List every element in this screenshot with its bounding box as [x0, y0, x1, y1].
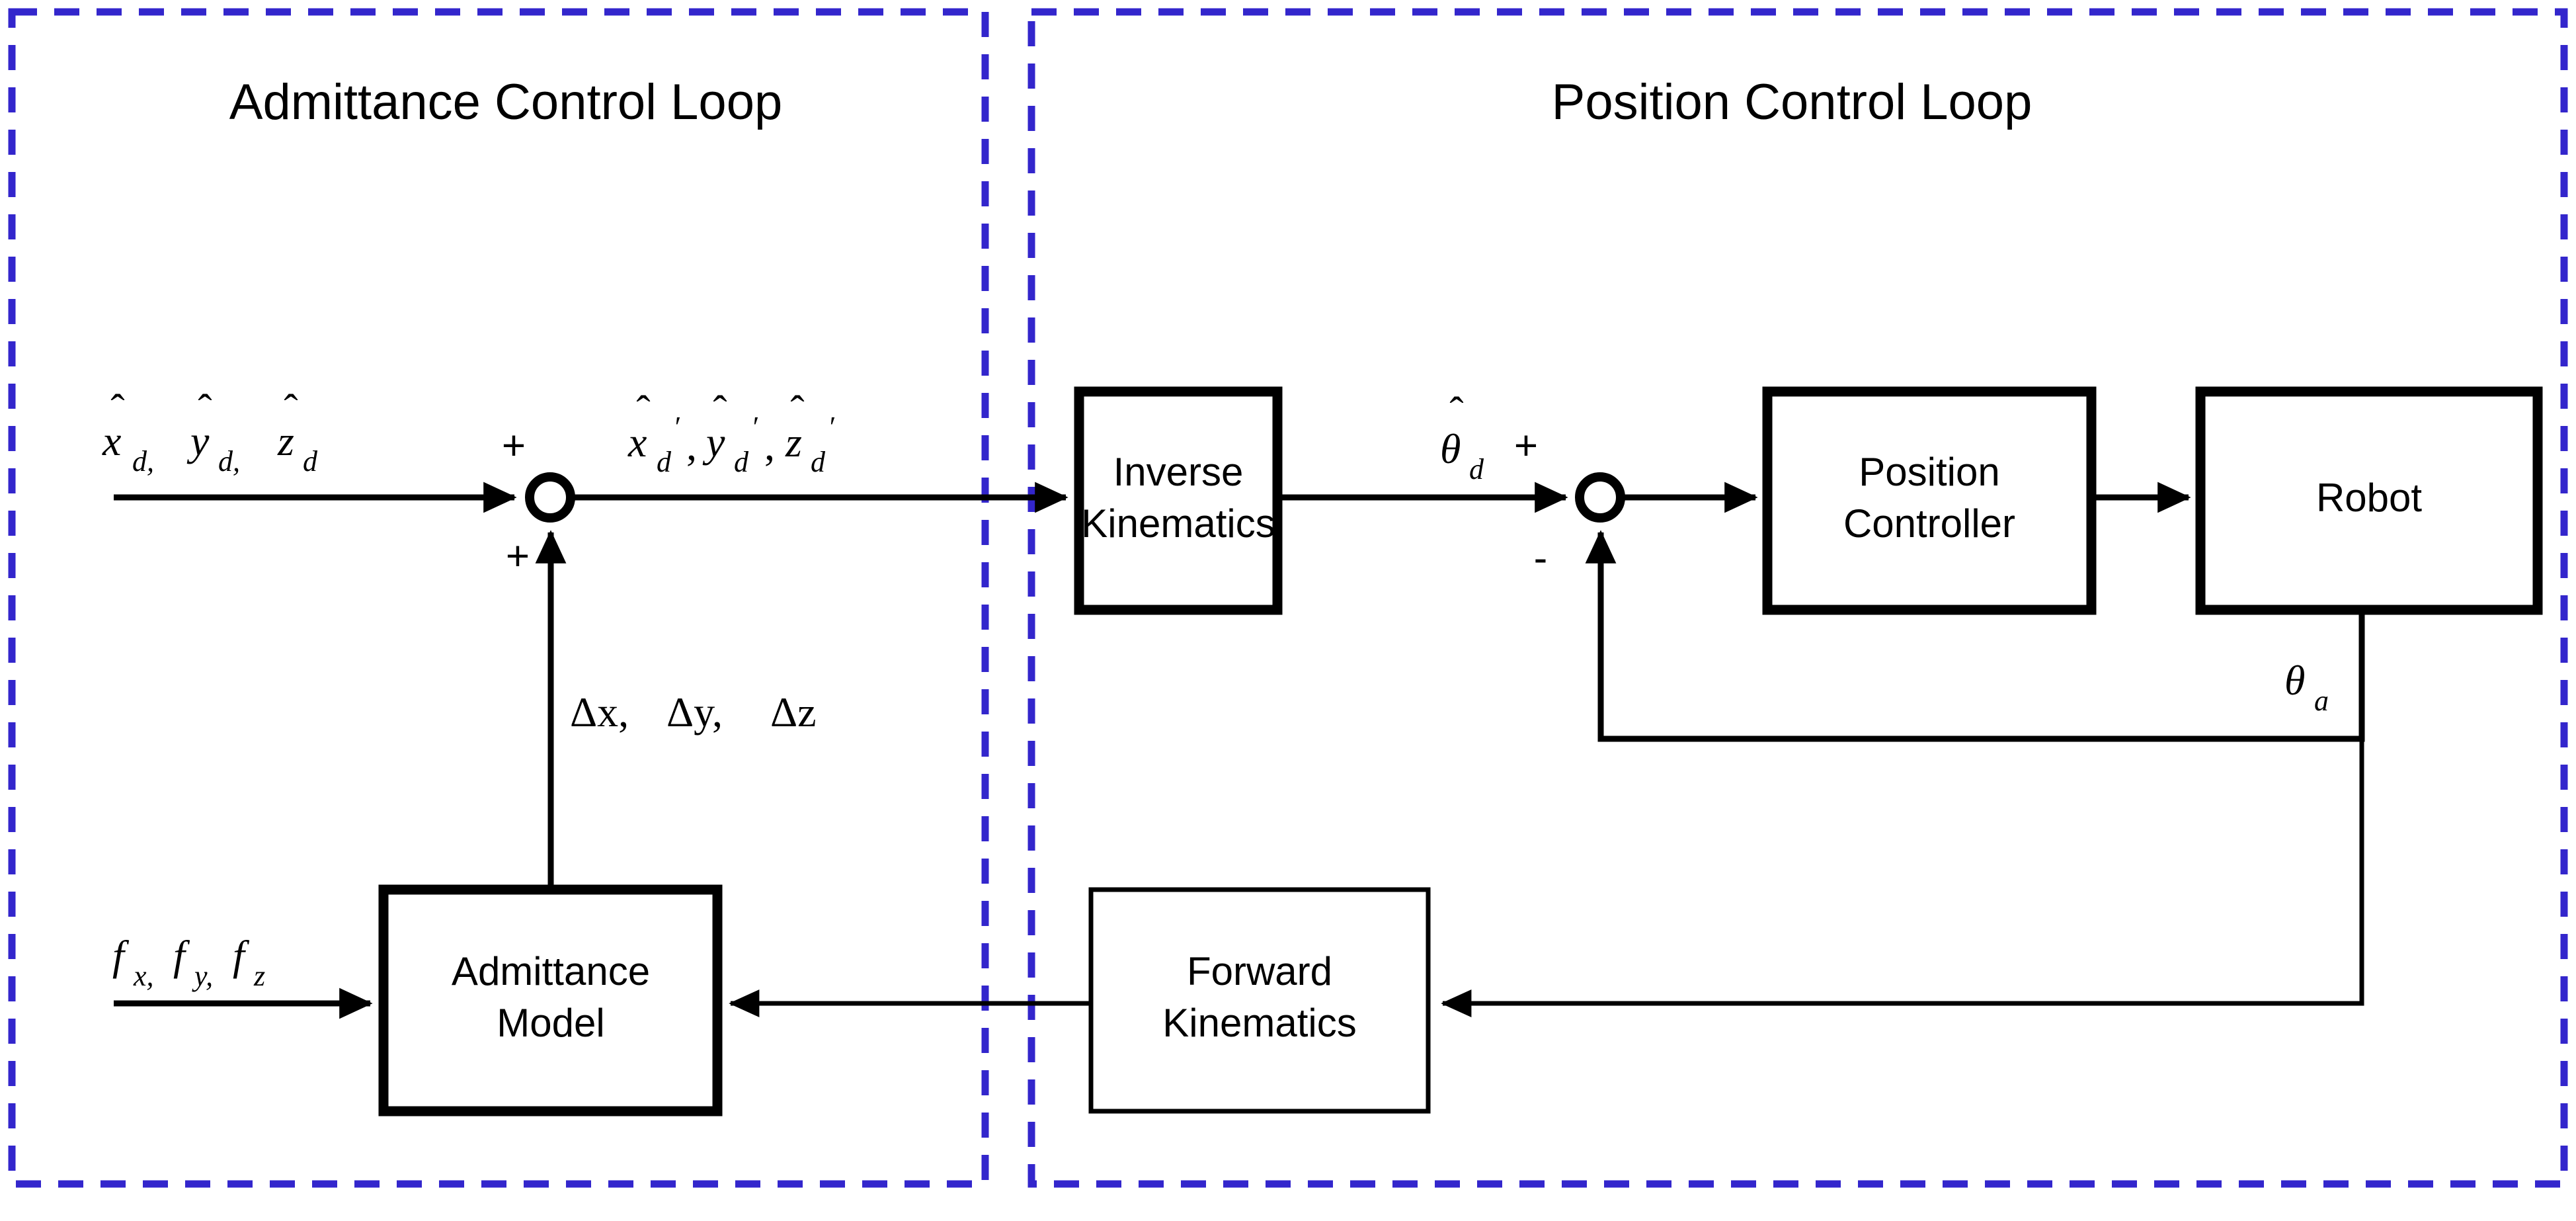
sum1-plus-bottom: +: [506, 533, 530, 579]
svg-text:̂: ̂: [284, 394, 298, 400]
svg-text:d: d: [657, 446, 672, 478]
block-robot-label: Robot: [2316, 476, 2422, 520]
label-force-inputs: f x, f y, f z: [112, 932, 265, 992]
panel-title-position: Position Control Loop: [1552, 74, 2033, 130]
svg-text:,: ,: [764, 422, 775, 469]
svg-text:d: d: [811, 446, 826, 478]
block-position-controller-line2: Controller: [1843, 501, 2015, 546]
svg-text:y: y: [186, 417, 210, 464]
sum-junction-2: [1575, 472, 1625, 523]
svg-text:Δx,: Δx,: [570, 689, 629, 736]
label-delta-displacement: Δx, Δy, Δz: [570, 689, 817, 736]
svg-text:a: a: [2314, 685, 2329, 717]
svg-text:̂: ̂: [1449, 396, 1464, 403]
svg-text:d: d: [1469, 453, 1484, 485]
svg-text:z: z: [253, 960, 265, 992]
sum2-plus-top: +: [1514, 423, 1538, 468]
block-admittance-model: [378, 884, 723, 1116]
sum-junction-1: [525, 472, 575, 523]
label-theta-actual: θ a: [2284, 657, 2329, 717]
block-inverse-kinematics: [1074, 386, 1283, 615]
svg-text:f: f: [173, 932, 190, 979]
svg-text:′: ′: [751, 411, 758, 443]
svg-text:d,: d,: [132, 445, 154, 478]
svg-text:′: ′: [673, 411, 680, 443]
svg-text:z: z: [277, 417, 294, 464]
svg-text:̂: ̂: [790, 395, 805, 401]
svg-text:θ: θ: [1440, 425, 1461, 472]
panel-title-admittance: Admittance Control Loop: [229, 74, 782, 130]
svg-text:′: ′: [828, 411, 835, 443]
svg-text:̂: ̂: [636, 395, 651, 401]
block-admittance-model-line2: Model: [497, 1001, 604, 1045]
svg-text:d: d: [303, 445, 318, 478]
wire-robot-to-forward-kinematics: [1441, 610, 2364, 1017]
block-forward-kinematics-line1: Forward: [1187, 949, 1332, 993]
svg-text:z: z: [785, 419, 802, 466]
block-inverse-kinematics-line1: Inverse: [1113, 450, 1244, 494]
svg-text:Δy,: Δy,: [666, 689, 723, 736]
svg-text:y,: y,: [192, 960, 213, 992]
svg-text:x: x: [102, 417, 121, 464]
svg-text:d,: d,: [218, 445, 240, 478]
label-desired-pose: ̂ x d, ̂ y d, ̂ z d: [102, 394, 318, 478]
panel-admittance-control-loop: [8, 8, 989, 1188]
svg-text:,: ,: [686, 422, 697, 469]
svg-text:Δz: Δz: [770, 689, 817, 736]
block-inverse-kinematics-line2: Kinematics: [1081, 501, 1275, 546]
label-theta-desired: ̂ θ d: [1440, 396, 1484, 485]
sum1-plus-top: +: [502, 423, 526, 468]
block-robot: [2195, 386, 2543, 615]
svg-text:̂: ̂: [198, 394, 212, 400]
panel-position-control-loop: [1027, 8, 2568, 1188]
sum2-minus-bottom: -: [1534, 535, 1548, 581]
svg-text:x,: x,: [133, 960, 154, 992]
block-forward-kinematics: [1088, 887, 1431, 1114]
svg-text:̂: ̂: [713, 395, 727, 401]
svg-text:f: f: [112, 932, 130, 979]
label-modified-pose: ̂ x d ′ , ̂ y d ′ , ̂ z d ′: [627, 395, 835, 478]
svg-text:d: d: [734, 446, 749, 478]
svg-text:x: x: [627, 419, 647, 466]
svg-text:f: f: [233, 932, 250, 979]
block-position-controller-line1: Position: [1859, 450, 1999, 494]
svg-text:θ: θ: [2284, 657, 2305, 704]
svg-text:y: y: [702, 419, 725, 466]
block-forward-kinematics-line2: Kinematics: [1162, 1001, 1356, 1045]
block-admittance-model-line1: Admittance: [452, 949, 650, 993]
svg-text:̂: ̂: [110, 394, 125, 400]
block-position-controller: [1762, 386, 2097, 615]
